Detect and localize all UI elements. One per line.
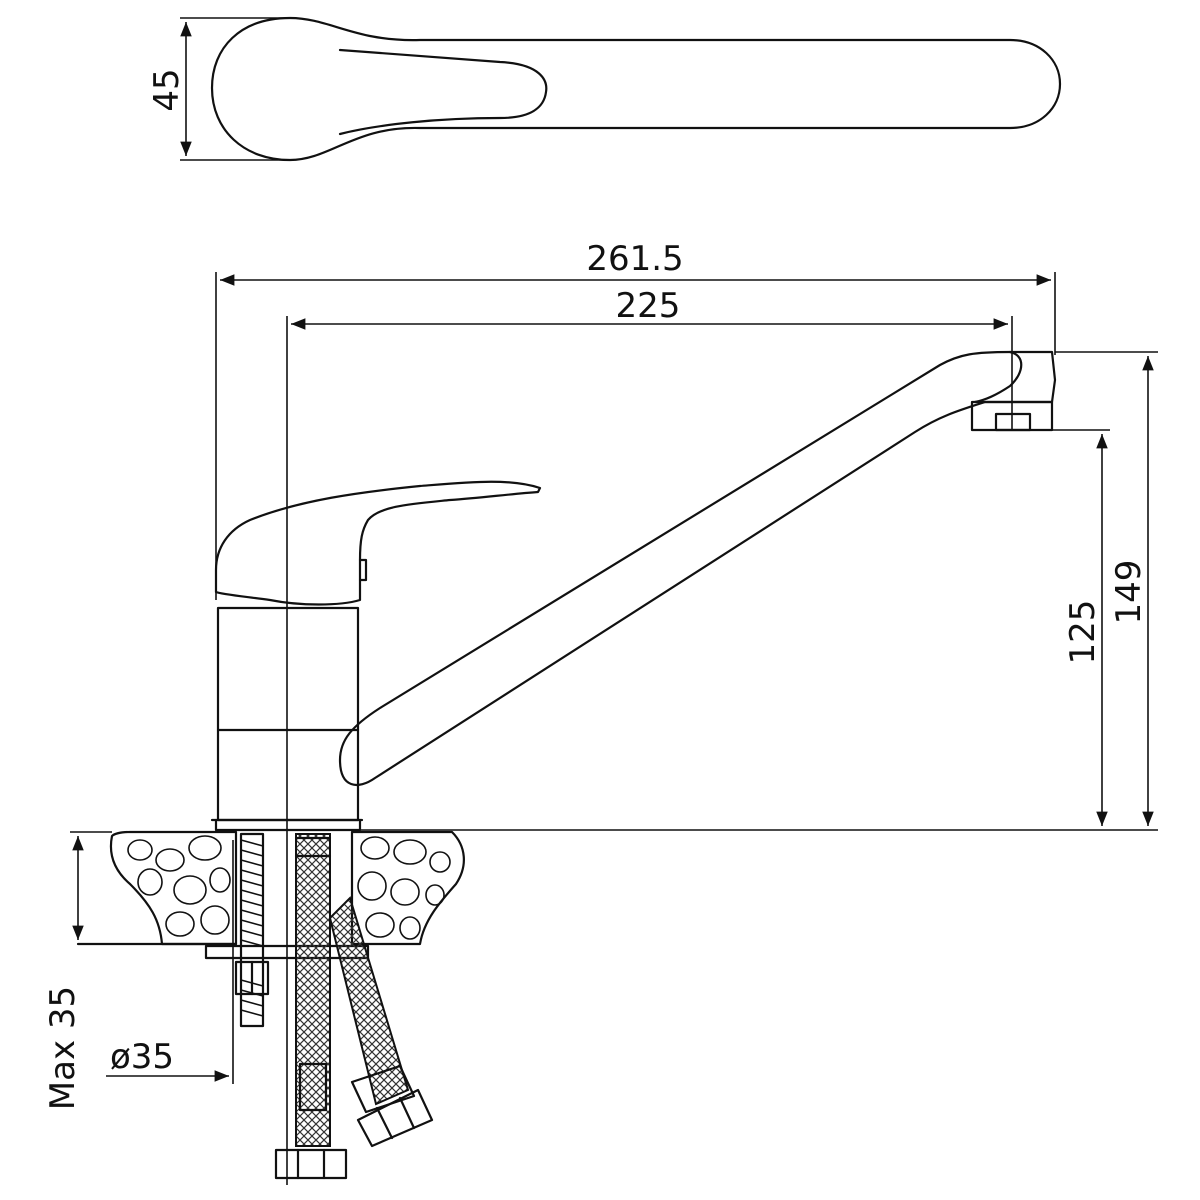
spout-reach-dimension: 225 [286, 286, 1013, 1185]
total-height-dimension: 149 [360, 351, 1158, 831]
counter-thickness-label: Max 35 [43, 986, 83, 1110]
spout-height-dimension: 125 [1052, 429, 1110, 826]
spout-reach-label: 225 [616, 286, 681, 326]
handle-top-view [210, 16, 1062, 162]
overall-length-dimension: 261.5 [215, 239, 1056, 600]
countertop-section [76, 830, 465, 960]
spout-height-label: 125 [1063, 600, 1103, 665]
faucet-side-view [210, 350, 1057, 832]
overall-length-label: 261.5 [586, 239, 683, 279]
hole-diameter-label: ø35 [110, 1037, 174, 1077]
total-height-label: 149 [1109, 560, 1149, 625]
handle-width-label: 45 [147, 68, 187, 111]
handle-width-dimension: 45 [147, 17, 290, 161]
hole-diameter-dimension: ø35 [106, 840, 234, 1084]
mounting-stud [234, 832, 270, 1028]
counter-thickness-dimension: Max 35 [43, 831, 112, 1110]
flexible-hoses [274, 833, 434, 1180]
